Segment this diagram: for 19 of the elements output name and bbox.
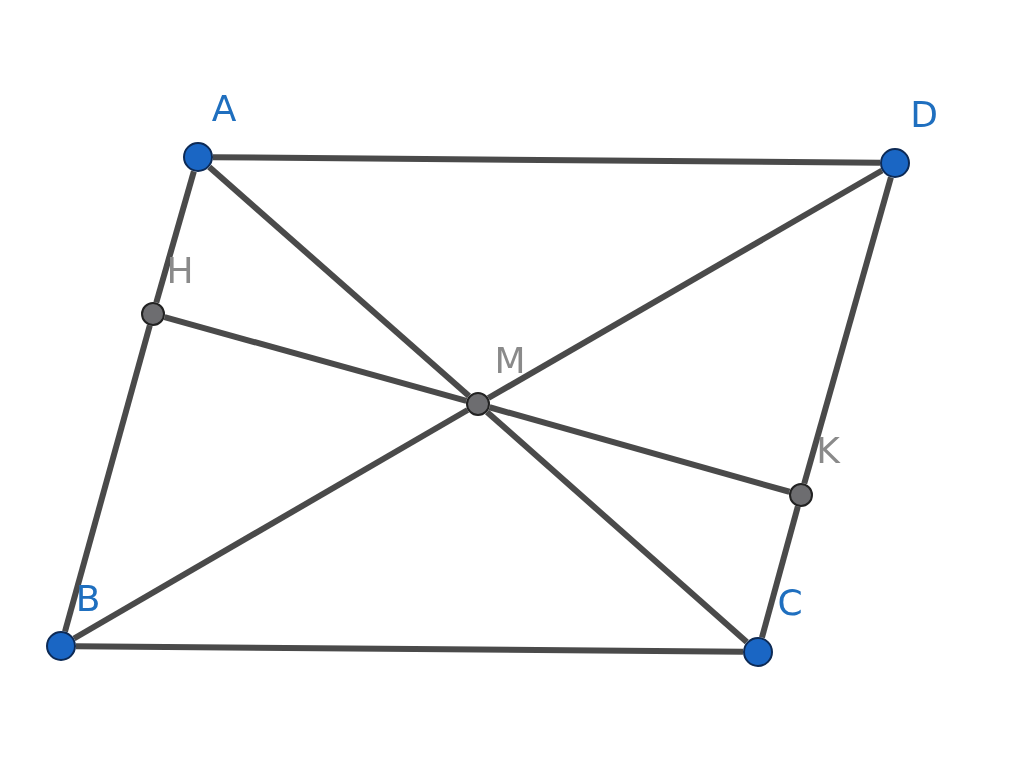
point-label: C [776,582,804,625]
line-segment [488,404,791,495]
line-segment [212,154,881,166]
point-label: A [210,88,238,131]
point-label: H [165,250,195,293]
line-segment [759,505,801,639]
line-segment [153,170,197,304]
line-segment [72,407,470,642]
point-label: D [909,94,939,137]
line-segment [163,314,468,404]
point-label: K [815,430,842,473]
line-segment [207,164,471,399]
line-segment [62,324,153,633]
line-segment [485,409,749,645]
line-segment [75,643,744,655]
point-label: M [493,340,527,383]
point-label: B [74,578,102,621]
line-segment [801,176,894,485]
line-segment [486,167,884,401]
